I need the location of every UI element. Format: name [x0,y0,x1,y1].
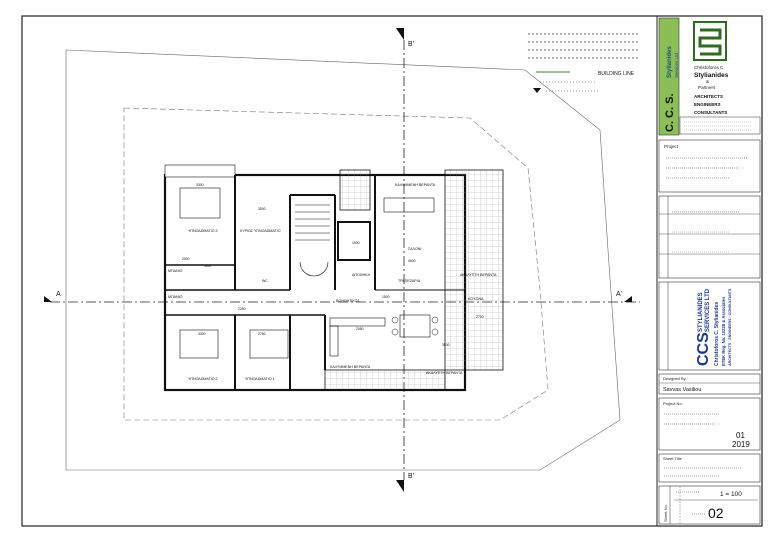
project-no-label: Project No. [663,401,683,406]
sheet-border [21,15,763,527]
designed-by-box [658,373,761,395]
room-label: ΚΑΛΥΜΜΕΝΗ ΒΕΡΑΝΤΑ [395,183,436,187]
room-label: ΜΠΑΝΙΟ [168,295,183,299]
title-block: C. C. S. Stylianides Services Ltd Christ… [658,17,761,525]
company-strip [658,17,680,136]
room-label: ΥΠΝΟΔΩΜΑΤΙΟ 3 [188,229,218,233]
room-label: ΑΚΑΛΥΠΤΗ ΒΕΡΑΝΤΑ [426,371,463,375]
sheet-no-box [658,485,761,525]
room-label: ΥΠΝΟΔΩΜΑΤΙΟ 1 [245,377,275,381]
ccs-line2: SERVICES LTD [705,288,711,332]
section-label-top: B' [408,41,414,48]
dimension: 3300 [196,183,204,187]
veranda-tiles [444,169,504,371]
dimension: 2250 [238,307,246,311]
project-year: 2019 [732,440,750,449]
dimension: 3500 [442,343,450,347]
room-label: ΥΠΝΟΔΩΜΑΤΙΟ 2 [188,377,218,381]
section-marker-top [396,28,404,40]
role-architects: ARCHITECTS [694,94,723,99]
dimension: 1500 [382,295,390,299]
sofa-icon [383,197,435,213]
plot-boundary [65,49,621,471]
role-engineers: ENGINEERS [694,102,721,107]
room-label: WC [262,279,268,283]
firm-partners: Partners [698,85,716,90]
dimension: 1900 [352,241,360,245]
firm-and: & [706,79,709,84]
dimension-labels: 3300 3000 2000 2250 1900 4600 3500 3300 … [182,183,484,347]
bed-icon [249,329,289,359]
section-label-bottom: B' [408,473,414,480]
project-label: Project [664,144,679,149]
firm-name: Stylianides [694,72,729,79]
ccs-stamp-box [658,281,761,371]
building-line [123,107,549,421]
bed-icon [179,187,221,219]
dining-table-icon [399,314,431,338]
room-label: ΤΡΑΠΕΖΑΡΙΑ [398,279,421,283]
room-labels: ΥΠΝΟΔΩΜΑΤΙΟ 3 ΚΥΡΙΩΣ ΥΠΝΟΔΩΜΑΤΙΟ ΥΠΝΟΔΩΜ… [168,183,497,381]
ccs-line3: Christoforos C. Stylianides [714,302,720,366]
sheet-title-box [658,453,761,483]
ccs-line1: STYLIANIDES [698,292,704,332]
section-label-left: A [56,291,61,298]
room-label: ΑΠΟΘΗΚΗ [352,273,371,277]
section-marker-right [624,296,632,302]
dimension: 3300 [198,332,206,336]
project-box [658,139,761,193]
role-consultants: CONSULTANTS [694,110,727,115]
dimension: 3000 [258,207,266,211]
scale-value: 1 = 100 [720,491,742,498]
dimension: 2000 [182,257,190,261]
project-no-value: 01 [736,431,745,440]
room-label: ΚΥΡΙΩΣ ΥΠΝΟΔΩΜΑΤΙΟ [240,229,281,233]
kitchen-counter [329,317,386,327]
ccs-line4: ETEK Reg. No. 10228 & Associates [721,296,726,366]
room-label: ΣΑΛΟΝΙ [408,247,421,251]
ccs-logo: CCS [695,332,712,366]
ccs-line5: ARCHITECTS · ENGINEERS · CONSULTANTS [728,288,732,366]
firm-small: Christoforos C. [694,65,725,70]
bed-icon [179,329,219,359]
room-label: ΜΠΑΝΙΟ [168,269,183,273]
project-no-box [658,397,761,451]
company-sub-vertical: Services Ltd [674,53,679,78]
designed-by-label: Designed By [663,376,686,381]
room-label: ΒΟΗΘΗΤΙΚΟΣ [336,299,360,303]
room-label: ΑΚΑΛΥΠΤΗ ΒΕΡΑΝΤΑ [460,273,497,277]
revisions-table [658,195,761,279]
section-label-right: A' [616,291,622,298]
sheet-no-value: 02 [708,505,724,521]
room-label: ΚΑΛΥΜΜΕΝΗ ΒΕΡΑΝΤΑ [330,365,371,369]
designed-by-value: Savvas Vasiliou [663,387,701,393]
dimension: 4600 [408,259,416,263]
company-vertical: C. C. S. [664,93,676,132]
room-label: ΚΟΥΖΙΝΑ [468,297,484,301]
section-marker-bottom [396,480,404,492]
dimension: 2050 [356,327,364,331]
section-marker-left [44,296,52,302]
building-footprint [163,164,504,392]
company-name-vertical: Stylianides [667,46,673,78]
dimension: 2700 [476,315,484,319]
dimension: 1100 [204,264,211,268]
sheet-no-label: Sheet No. [663,504,668,522]
legend-building-line-label: BUILDING LINE [598,71,635,77]
dimension: 2750 [258,332,266,336]
sheet-title-label: Sheet Title [663,456,683,461]
legend: BUILDING LINE [528,33,640,93]
staircase [295,204,330,277]
